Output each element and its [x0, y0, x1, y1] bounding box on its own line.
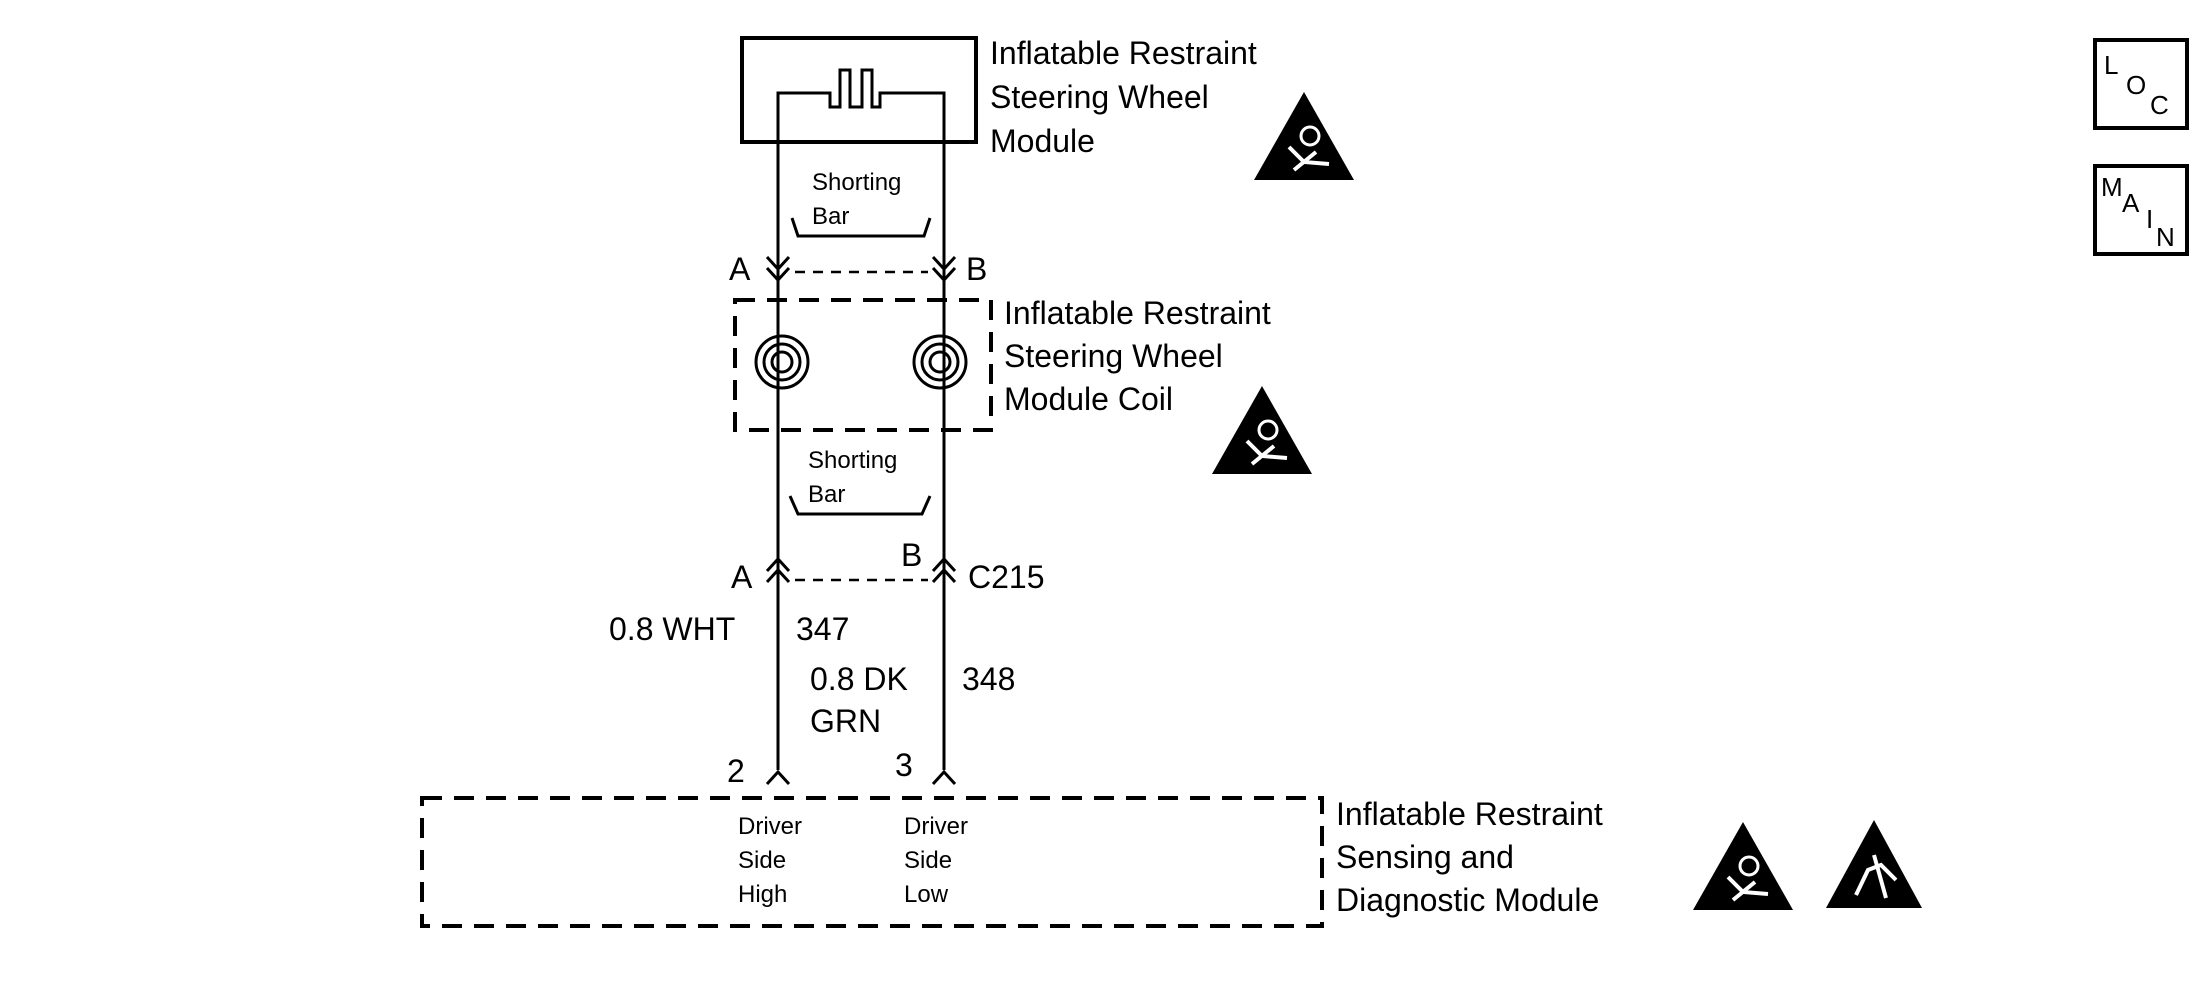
sensing-diagnostic-module: Driver Side High Driver Side Low Inflata… — [420, 796, 1603, 928]
connector-c215: A B C215 — [731, 537, 1045, 595]
sdm-pin-2: 2 — [727, 753, 745, 789]
loc-letter-c: C — [2150, 90, 2169, 120]
sdm-label-3: Diagnostic Module — [1336, 882, 1599, 918]
sdm-label-1: Inflatable Restraint — [1336, 796, 1603, 832]
wire-348-color-2: GRN — [810, 703, 881, 739]
upper-shorting-bar-label-1: Shorting — [812, 169, 901, 196]
upper-connector: A B — [729, 251, 987, 287]
steering-wheel-module-coil: Inflatable Restraint Steering Wheel Modu… — [733, 295, 1271, 432]
sdm-pin-3-label-3: Low — [904, 881, 949, 908]
coil-spiral-right — [912, 334, 968, 390]
main-letter-n: N — [2156, 222, 2175, 252]
upper-pin-a: A — [729, 251, 751, 287]
upper-shorting-bar: Shorting Bar — [790, 169, 932, 238]
wire-347-color: 0.8 WHT — [609, 611, 735, 647]
main-letter-a: A — [2122, 188, 2140, 218]
steering-module-label-2: Steering Wheel — [990, 79, 1209, 115]
coil-label-3: Module Coil — [1004, 381, 1173, 417]
esd-warning-icon — [1826, 820, 1922, 908]
airbag-warning-icon — [1254, 92, 1354, 180]
coil-label-2: Steering Wheel — [1004, 338, 1223, 374]
coil-spiral-left — [754, 334, 810, 390]
c215-pin-b: B — [901, 537, 922, 573]
steering-module-label-3: Module — [990, 123, 1095, 159]
lower-shorting-bar-label-2: Bar — [808, 481, 845, 508]
wire-348-color-1: 0.8 DK — [810, 661, 908, 697]
lower-shorting-bar-label-1: Shorting — [808, 447, 897, 474]
c215-pin-a: A — [731, 559, 753, 595]
loc-letter-l: L — [2104, 50, 2118, 80]
lower-shorting-bar: Shorting Bar — [788, 447, 932, 516]
wire-347-circuit: 347 — [796, 611, 849, 647]
airbag-warning-icon — [1693, 822, 1793, 910]
sdm-pin-3: 3 — [895, 747, 913, 783]
airbag-warning-icon — [1212, 386, 1312, 474]
steering-wheel-module: Inflatable Restraint Steering Wheel Modu… — [740, 35, 1257, 159]
main-letter-i: I — [2146, 204, 2153, 234]
main-letter-m: M — [2101, 172, 2123, 202]
sdm-pin-3-label-2: Side — [904, 847, 952, 874]
wire-348-circuit: 348 — [962, 661, 1015, 697]
loc-letter-o: O — [2126, 70, 2146, 100]
main-button[interactable]: M A I N — [2093, 164, 2189, 256]
sdm-pin-2-label-1: Driver — [738, 813, 802, 840]
loc-button[interactable]: L O C — [2093, 38, 2189, 130]
sdm-pin-3-label-1: Driver — [904, 813, 968, 840]
sdm-pin-2-label-3: High — [738, 881, 787, 908]
sdm-pin-2-label-2: Side — [738, 847, 786, 874]
coil-label-1: Inflatable Restraint — [1004, 295, 1271, 331]
c215-label: C215 — [968, 559, 1045, 595]
sdm-label-2: Sensing and — [1336, 839, 1514, 875]
upper-shorting-bar-label-2: Bar — [812, 203, 849, 230]
steering-module-label-1: Inflatable Restraint — [990, 35, 1257, 71]
sdm-terminals: 2 3 — [727, 747, 957, 789]
upper-pin-b: B — [966, 251, 987, 287]
